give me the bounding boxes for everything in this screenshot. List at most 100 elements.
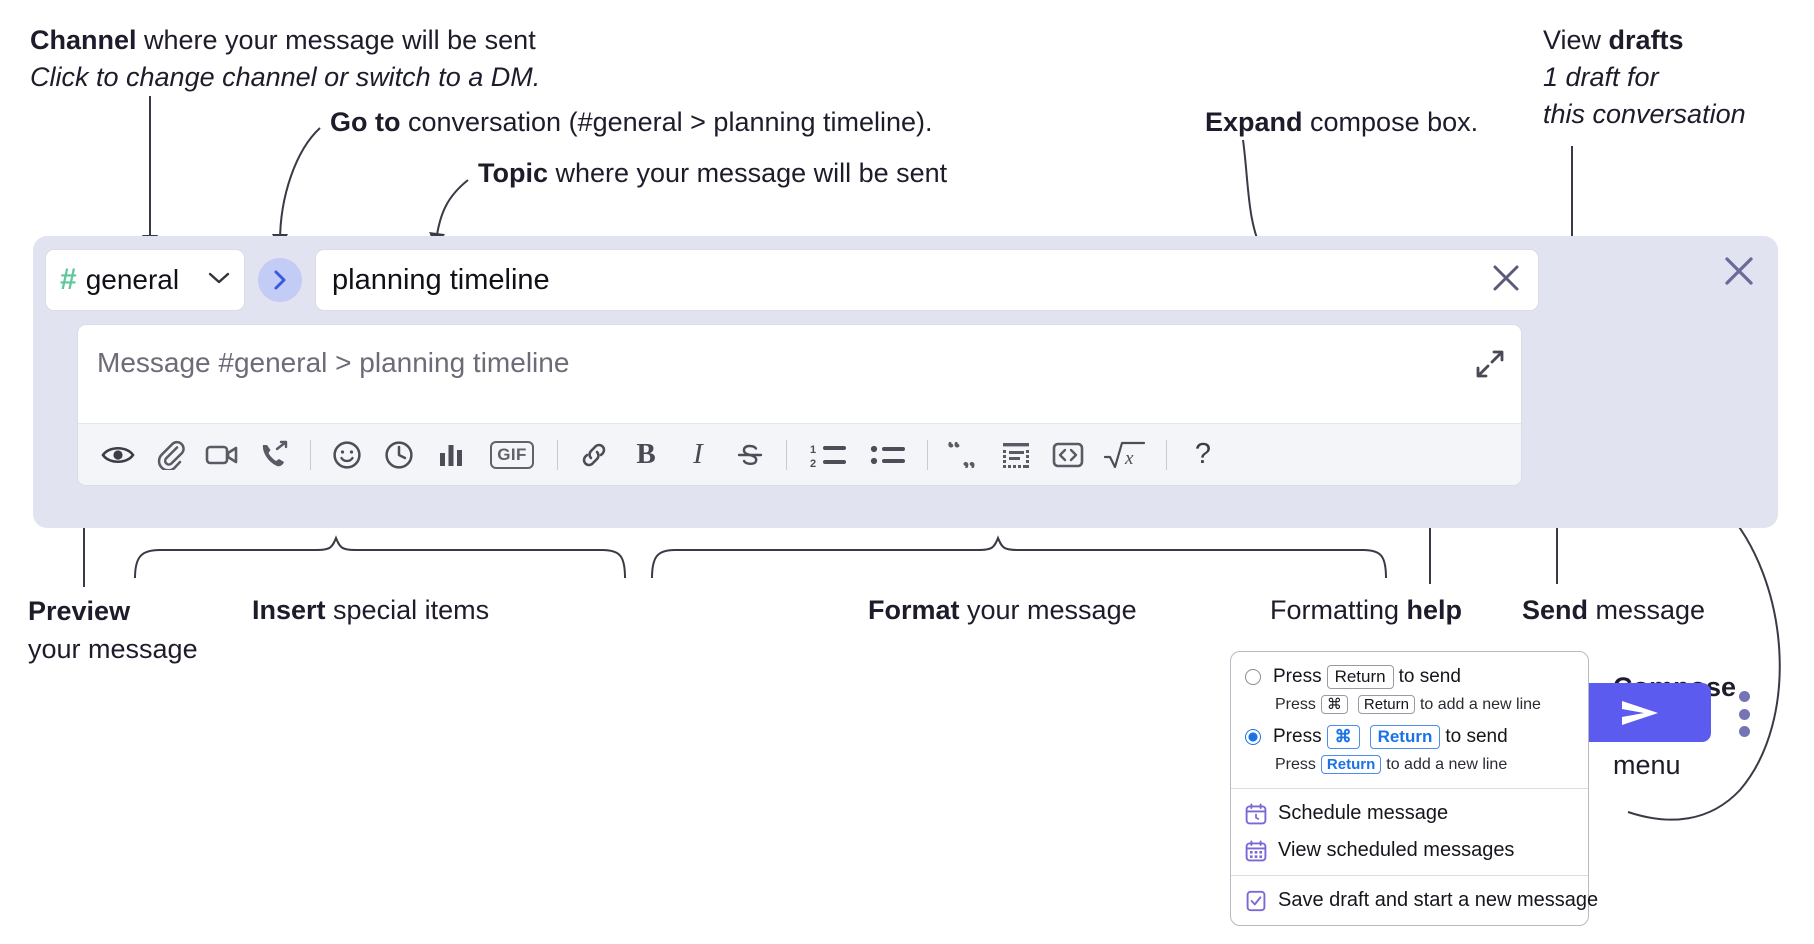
code-block-button[interactable] xyxy=(990,433,1042,477)
poll-button[interactable] xyxy=(425,433,477,477)
go-to-conversation-button[interactable] xyxy=(258,258,302,302)
topic-value: planning timeline xyxy=(332,263,550,296)
compose-options-button[interactable] xyxy=(1733,691,1755,737)
option-cmd-return-to-send[interactable]: Press ⌘ Return to send xyxy=(1231,723,1588,751)
annotation-format-bold: Format xyxy=(868,595,960,625)
italic-button[interactable]: I xyxy=(672,433,724,477)
strikethrough-icon xyxy=(737,444,763,465)
annotation-format-rest: your message xyxy=(959,595,1137,625)
annotation-drafts-view: View xyxy=(1543,25,1609,55)
radio-selected-icon xyxy=(1245,729,1261,745)
video-button[interactable] xyxy=(196,433,248,477)
menu-group-schedule: Schedule message View scheduled messages xyxy=(1231,789,1588,875)
send-icon xyxy=(1621,700,1658,725)
kebab-dot-3 xyxy=(1738,726,1750,737)
option-2-sub-key-return: Return xyxy=(1320,755,1382,774)
quote-icon: “ „ xyxy=(947,442,976,468)
annotation-topic-rest: where your message will be sent xyxy=(548,158,948,188)
annotation-send-bold: Send xyxy=(1522,595,1589,625)
menu-item-save-draft[interactable]: Save draft and start a new message xyxy=(1231,882,1598,919)
menu-item-view-scheduled-label: View scheduled messages xyxy=(1278,839,1515,861)
option-1-sub-key-cmd: ⌘ xyxy=(1320,695,1348,714)
compose-options-menu: Press Return to send Press ⌘ Return to a… xyxy=(1230,651,1598,926)
kebab-dot-2 xyxy=(1738,708,1750,720)
menu-divider-2 xyxy=(1231,875,1588,876)
preview-button[interactable] xyxy=(92,433,144,477)
option-1-sub-action: to add a new line xyxy=(1419,695,1541,713)
annotation-goto-bold: Go to xyxy=(330,107,401,137)
separator-5 xyxy=(1166,439,1167,470)
option-2-subtext: Press Return to add a new line xyxy=(1231,753,1588,776)
annotation-insert-bold: Insert xyxy=(252,595,326,625)
annotation-drafts: View drafts 1 draft for this conversatio… xyxy=(1543,22,1746,133)
annotation-send-rest: message xyxy=(1588,595,1706,625)
menu-item-view-scheduled[interactable]: View scheduled messages xyxy=(1231,832,1588,869)
strikethrough-button[interactable] xyxy=(724,433,776,477)
calendar-clock-icon xyxy=(1245,802,1267,824)
gif-label: GIF xyxy=(490,440,534,469)
radio-unselected-icon xyxy=(1245,669,1261,685)
bar-chart-icon xyxy=(440,444,462,466)
square-root-x-icon: x xyxy=(1104,441,1146,469)
annotation-insert-rest: special items xyxy=(325,595,490,625)
blockquote-button[interactable]: “ „ xyxy=(938,433,990,477)
bold-label: B xyxy=(636,438,656,470)
svg-text:2: 2 xyxy=(810,458,816,469)
svg-text:1: 1 xyxy=(810,444,816,456)
annotation-channel-bold: Channel xyxy=(30,25,137,55)
annotation-preview-rest: your message xyxy=(28,634,198,664)
topic-input[interactable]: planning timeline xyxy=(315,249,1539,311)
annotation-goto: Go to conversation (#general > planning … xyxy=(330,104,933,141)
reminder-button[interactable] xyxy=(373,433,425,477)
annotation-help-normal: Formatting xyxy=(1270,595,1407,625)
topic-clear-button[interactable] xyxy=(1490,262,1522,299)
calendar-grid-icon xyxy=(1245,839,1267,861)
latex-button[interactable]: x xyxy=(1094,433,1156,477)
menu-group-draft: Save draft and start a new message xyxy=(1231,876,1598,925)
message-input-placeholder: Message #general > planning timeline xyxy=(97,347,570,378)
annotation-expand-bold: Expand xyxy=(1205,107,1303,137)
hash-icon: # xyxy=(60,263,77,296)
ordered-list-button[interactable]: 1 2 xyxy=(797,433,859,477)
annotation-preview-bold: Preview xyxy=(28,596,131,626)
separator-2 xyxy=(557,439,558,470)
inline-code-button[interactable] xyxy=(1042,433,1094,477)
menu-item-schedule-message-label: Schedule message xyxy=(1278,802,1449,824)
separator-1 xyxy=(310,439,311,470)
attach-button[interactable] xyxy=(144,433,196,477)
gif-button[interactable]: GIF xyxy=(477,433,547,477)
link-icon xyxy=(582,443,606,466)
help-label: ? xyxy=(1194,438,1212,470)
option-return-to-send[interactable]: Press Return to send xyxy=(1231,663,1588,691)
bold-button[interactable]: B xyxy=(620,433,672,477)
menu-item-schedule-message[interactable]: Schedule message xyxy=(1231,795,1588,832)
kebab-dot-1 xyxy=(1738,691,1750,702)
clock-icon xyxy=(385,440,413,469)
video-camera-icon xyxy=(205,445,238,464)
emoji-button[interactable] xyxy=(321,433,373,477)
expand-compose-button[interactable] xyxy=(1473,347,1507,381)
annotation-drafts-bold: drafts xyxy=(1608,25,1684,55)
option-2-key-return: Return xyxy=(1369,725,1441,749)
channel-select[interactable]: # general xyxy=(45,249,245,311)
menu-item-save-draft-label: Save draft and start a new message xyxy=(1278,889,1599,911)
annotation-drafts-line2: 1 draft for xyxy=(1543,62,1659,92)
annotation-compose-options-line3: menu xyxy=(1613,750,1681,780)
close-icon xyxy=(1493,265,1519,290)
annotation-send: Send message xyxy=(1522,592,1705,629)
option-2-press: Press xyxy=(1273,726,1322,747)
annotation-expand: Expand compose box. xyxy=(1205,104,1478,141)
compose-header-row: # general planning timeline xyxy=(45,248,1539,312)
option-2-sub-press: Press xyxy=(1275,755,1316,773)
call-button[interactable] xyxy=(248,433,300,477)
bulleted-list-button[interactable] xyxy=(859,433,917,477)
send-button[interactable] xyxy=(1568,683,1711,742)
formatting-help-button[interactable]: ? xyxy=(1177,433,1229,477)
annotation-topic: Topic where your message will be sent xyxy=(478,155,947,192)
close-compose-button[interactable] xyxy=(1722,254,1756,288)
link-button[interactable] xyxy=(568,433,620,477)
option-1-sub-key-return: Return xyxy=(1357,695,1415,714)
message-input-box[interactable]: Message #general > planning timeline xyxy=(77,324,1522,486)
smiley-icon xyxy=(333,440,361,469)
option-2-action: to send xyxy=(1445,726,1508,747)
